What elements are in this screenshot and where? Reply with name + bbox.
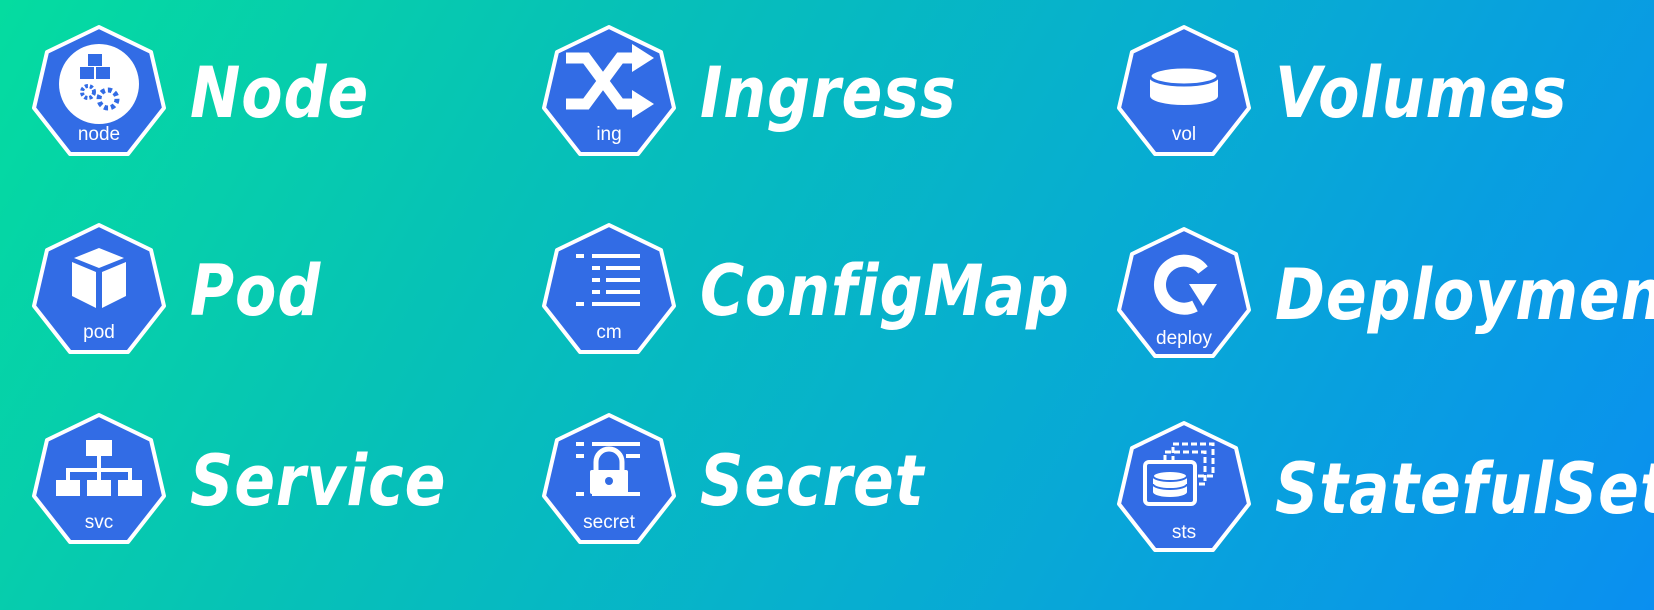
deployment-abbr: deploy [1156,328,1212,349]
service-abbr: svc [85,512,114,533]
configmap-abbr: cm [596,322,621,343]
secret-icon: secret [540,412,678,550]
resource-configmap: cm ConfigMap [540,222,1130,360]
pod-label: Pod [190,250,322,332]
resource-node: node Node [30,24,398,162]
deployment-icon: deploy [1115,226,1253,364]
volumes-label: Volumes [1275,52,1568,134]
node-icon: node [30,24,168,162]
resource-secret: secret Secret [540,412,961,550]
resource-service: svc Service [30,412,488,550]
deployment-label: Deployment [1275,254,1654,336]
node-abbr: node [78,124,120,145]
ingress-abbr: ing [596,124,621,145]
secret-label: Secret [700,440,925,522]
ingress-label: Ingress [700,52,957,134]
pod-abbr: pod [83,322,115,343]
resource-ingress: ing Ingress [540,24,998,162]
statefulset-icon: sts [1115,420,1253,558]
configmap-label: ConfigMap [700,250,1070,332]
configmap-icon: cm [540,222,678,360]
volume-icon: vol [1115,24,1253,162]
pod-icon: pod [30,222,168,360]
service-icon: svc [30,412,168,550]
volume-abbr: vol [1172,124,1196,145]
node-label: Node [190,52,370,134]
secret-abbr: secret [583,512,635,533]
statefulset-label: StatefulSet [1275,448,1654,530]
ingress-icon: ing [540,24,678,162]
resource-pod: pod Pod [30,222,343,360]
resource-volumes: vol Volumes [1115,24,1615,162]
statefulset-abbr: sts [1172,522,1196,543]
service-label: Service [190,440,447,522]
resource-statefulset: sts StatefulSet [1115,420,1654,558]
resource-deployment: deploy Deployment [1115,226,1654,364]
